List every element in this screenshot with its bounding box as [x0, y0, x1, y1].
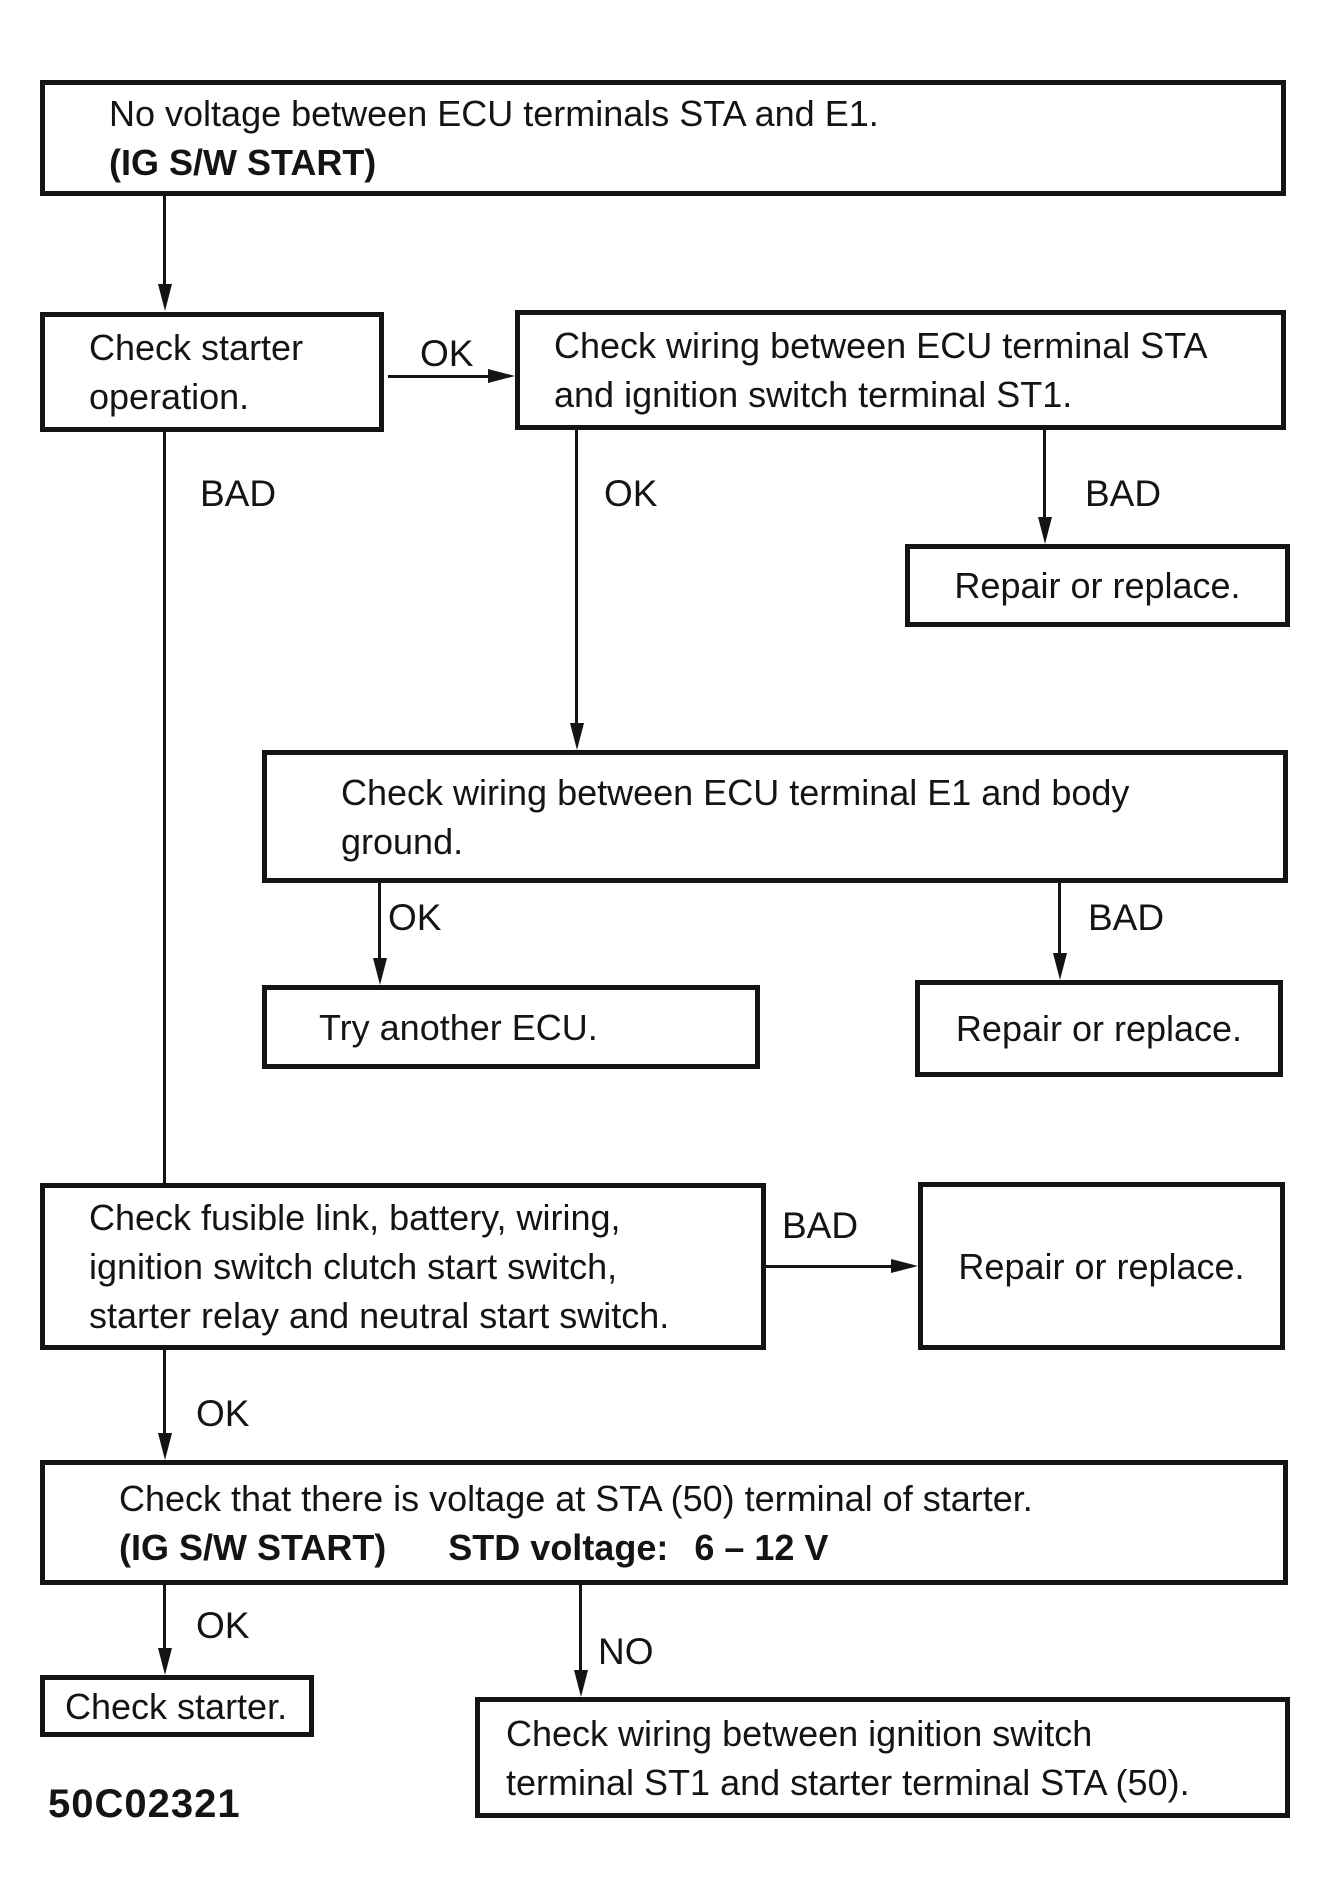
connector-bad-to-repair-1: [1043, 430, 1046, 517]
repair-or-replace-3-text: Repair or replace.: [958, 1245, 1245, 1287]
check-wiring-e1-ground-box: Check wiring between ECU terminal E1 and…: [262, 750, 1288, 883]
check-wiring-ignition-line2: terminal ST1 and starter terminal STA (5…: [506, 1761, 1190, 1803]
check-wiring-ignition-line1: Check wiring between ignition switch: [506, 1712, 1093, 1754]
arrowhead-down: [1053, 953, 1067, 980]
connector-ok-to-check-wiring-sta: [388, 375, 488, 378]
label-bad-3: BAD: [1088, 897, 1165, 938]
arrowhead-down: [158, 1648, 172, 1675]
repair-or-replace-box-2: Repair or replace.: [915, 980, 1283, 1077]
check-fusible-link-box: Check fusible link, battery, wiring, ign…: [40, 1183, 766, 1350]
check-starter-box: Check starter.: [40, 1675, 314, 1737]
check-starter-operation-box: Check starter operation.: [40, 312, 384, 432]
try-another-ecu-text: Try another ECU.: [319, 1006, 598, 1048]
check-starter-operation-line2: operation.: [89, 376, 250, 417]
check-voltage-std-value: 6 – 12 V: [694, 1526, 829, 1568]
start-box: No voltage between ECU terminals STA and…: [40, 80, 1286, 196]
start-box-line1: No voltage between ECU terminals STA and…: [109, 93, 879, 134]
connector-no-to-wiring-ignition: [579, 1585, 582, 1670]
repair-or-replace-box-3: Repair or replace.: [918, 1182, 1285, 1350]
check-voltage-std-label: STD voltage:: [448, 1526, 669, 1568]
connector-start-to-check-starter-operation: [163, 196, 166, 284]
connector-ok-to-voltage-check: [163, 1350, 166, 1433]
arrowhead-down: [373, 958, 387, 985]
try-another-ecu-box: Try another ECU.: [262, 985, 760, 1069]
arrowhead-down: [570, 723, 584, 750]
repair-or-replace-box-1: Repair or replace.: [905, 544, 1290, 627]
repair-or-replace-1-text: Repair or replace.: [954, 565, 1241, 606]
check-voltage-sta50-box: Check that there is voltage at STA (50) …: [40, 1460, 1288, 1585]
connector-bad-to-fusible-link: [163, 432, 166, 1183]
arrowhead-right: [488, 369, 515, 383]
connector-ok-to-try-another-ecu: [378, 883, 381, 958]
connector-ok-to-check-starter: [163, 1585, 166, 1648]
arrowhead-down: [574, 1670, 588, 1697]
arrowhead-down: [1038, 517, 1052, 544]
check-voltage-condition: (IG S/W START): [119, 1526, 387, 1568]
figure-code: 50C02321: [48, 1782, 241, 1826]
label-ok-4: OK: [196, 1393, 250, 1434]
check-voltage-line2: (IG S/W START) STD voltage: 6 – 12 V: [119, 1523, 1283, 1572]
check-wiring-sta-st1-line1: Check wiring between ECU terminal STA: [554, 325, 1208, 366]
connector-ok-to-e1-ground: [575, 430, 578, 723]
check-wiring-e1-line2: ground.: [341, 820, 464, 862]
label-bad-4: BAD: [782, 1205, 859, 1246]
repair-or-replace-2-text: Repair or replace.: [955, 1008, 1243, 1049]
check-fusible-link-line3: starter relay and neutral start switch.: [89, 1295, 670, 1336]
check-wiring-sta-st1-line2: and ignition switch terminal ST1.: [554, 374, 1073, 415]
label-bad-2: BAD: [1085, 473, 1162, 514]
check-fusible-link-line2: ignition switch clutch start switch,: [89, 1246, 618, 1287]
label-ok-5: OK: [196, 1605, 250, 1646]
connector-bad-to-repair-2: [1058, 883, 1061, 953]
label-bad-1: BAD: [200, 473, 277, 514]
check-fusible-link-line1: Check fusible link, battery, wiring,: [89, 1197, 621, 1238]
start-box-line2: (IG S/W START): [109, 142, 377, 183]
check-wiring-ignition-starter-box: Check wiring between ignition switch ter…: [475, 1697, 1290, 1818]
arrowhead-down: [158, 1433, 172, 1460]
connector-bad-to-repair-3: [766, 1265, 891, 1268]
check-starter-text: Check starter.: [65, 1685, 288, 1727]
check-starter-operation-line1: Check starter: [89, 327, 304, 368]
label-no-1: NO: [598, 1631, 654, 1672]
check-voltage-line1: Check that there is voltage at STA (50) …: [119, 1477, 1033, 1519]
check-wiring-e1-line1: Check wiring between ECU terminal E1 and…: [341, 771, 1130, 813]
label-ok-1: OK: [420, 333, 474, 374]
arrowhead-right: [891, 1259, 918, 1273]
label-ok-3: OK: [388, 897, 442, 938]
label-ok-2: OK: [604, 473, 658, 514]
check-wiring-sta-st1-box: Check wiring between ECU terminal STA an…: [515, 310, 1286, 430]
arrowhead-down: [158, 284, 172, 311]
